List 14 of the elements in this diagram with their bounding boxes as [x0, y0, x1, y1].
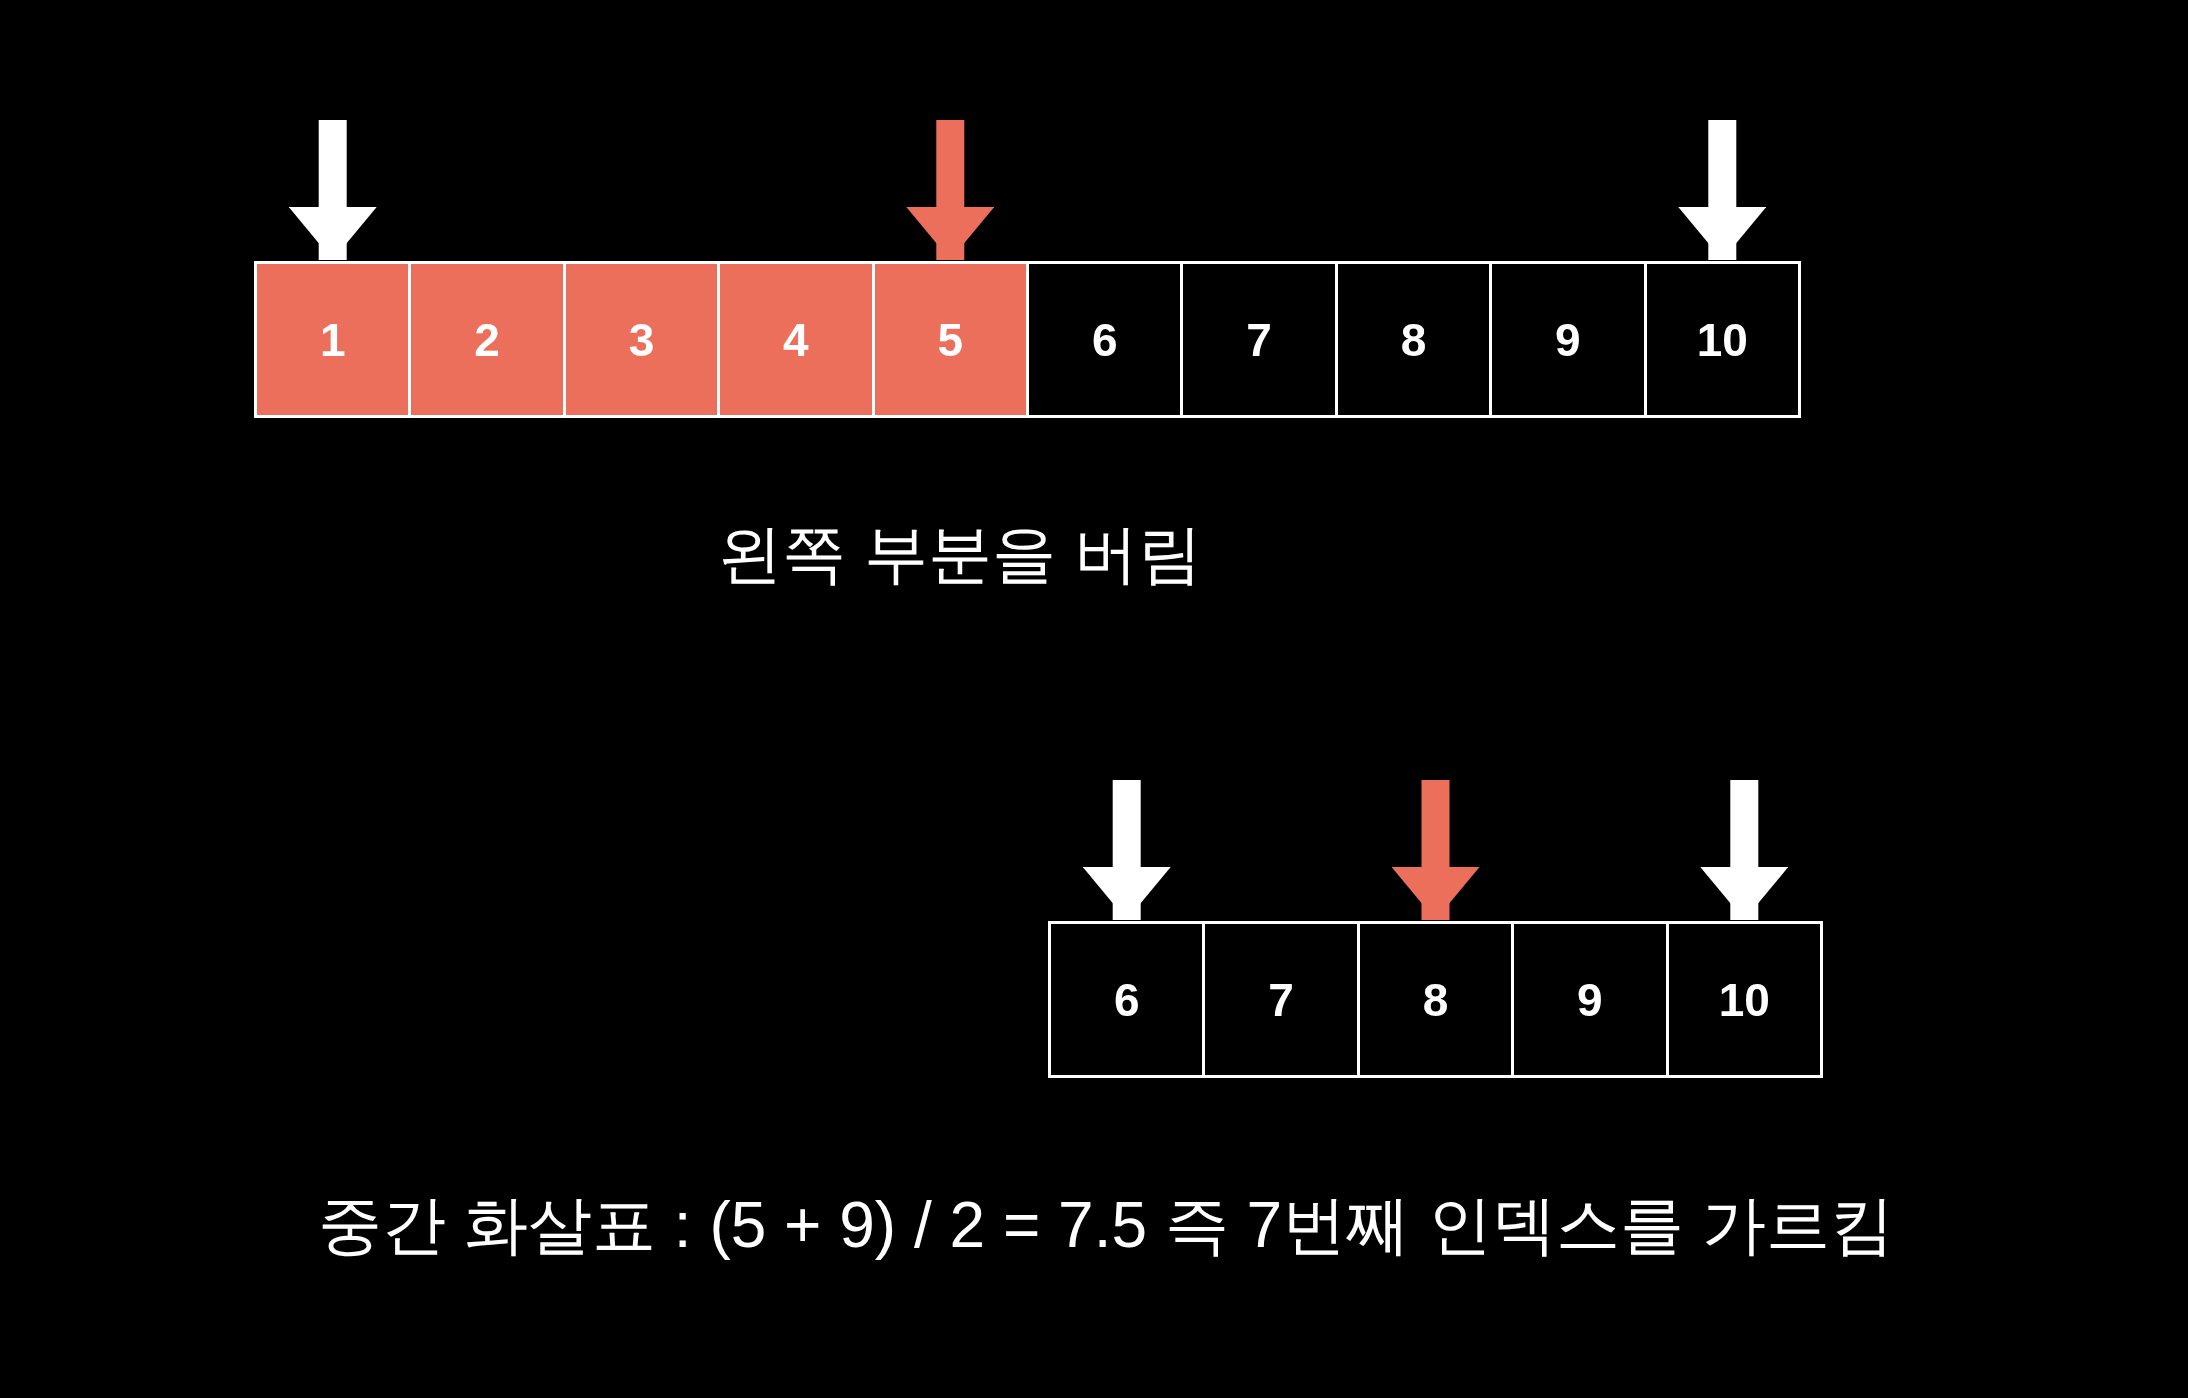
number-cell: 7: [1202, 921, 1360, 1078]
number-cell: 7: [1180, 261, 1338, 418]
number-cell: 9: [1511, 921, 1669, 1078]
pointer-arrow: [288, 120, 377, 260]
pointer-arrow: [1678, 120, 1767, 260]
caption-text: 왼쪽 부분을 버림: [718, 516, 1202, 592]
pointer-arrow: [906, 120, 995, 260]
pointer-arrow: [1700, 780, 1789, 920]
number-cell: 2: [408, 261, 566, 418]
number-cell: 9: [1489, 261, 1647, 418]
pointer-arrow: [1082, 780, 1171, 920]
caption-text: 중간 화살표 : (5 + 9) / 2 = 7.5 즉 7번째 인덱스를 가르킴: [318, 1187, 1894, 1263]
number-cell: 4: [717, 261, 875, 418]
pointer-arrow: [1391, 780, 1480, 920]
